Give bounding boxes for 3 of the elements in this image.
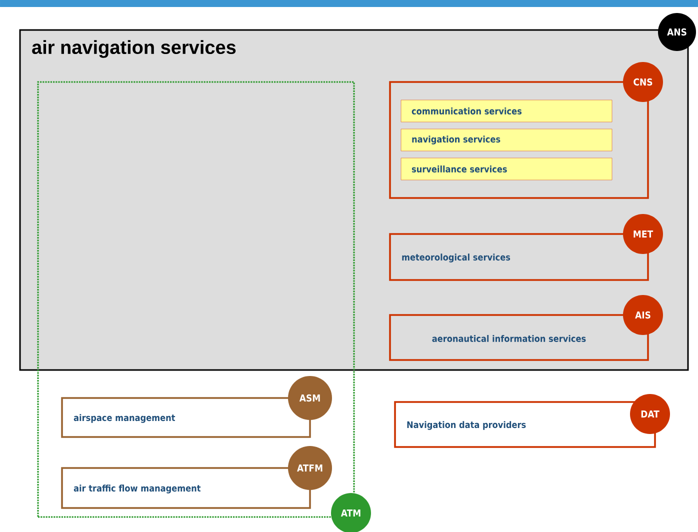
service-box: communication services	[400, 100, 612, 122]
service-box: surveillance services	[400, 158, 612, 180]
service-box: navigation services	[400, 128, 612, 152]
